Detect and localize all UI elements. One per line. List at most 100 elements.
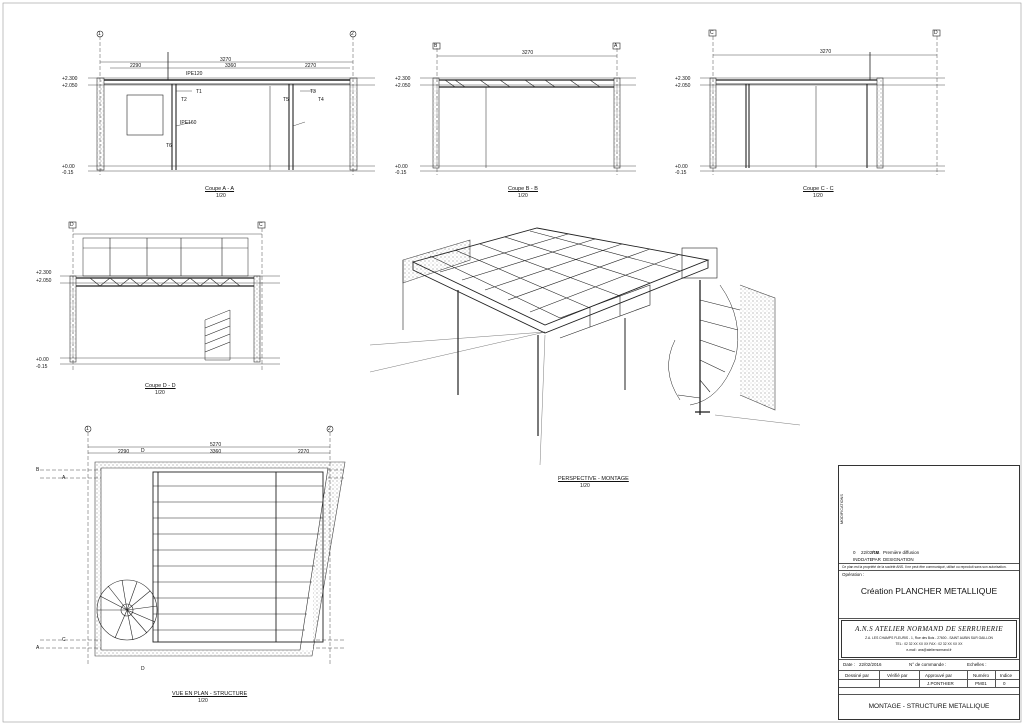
plan-title: VUE EN PLAN - STRUCTURE xyxy=(172,691,248,697)
drawn-by-label: Dessiné par xyxy=(845,673,870,678)
rev-head-designation: DESIGNATION xyxy=(883,557,914,562)
level-bb-2: +2.050 xyxy=(395,83,411,89)
coupe-cc-title: Coupe C - C xyxy=(803,186,834,192)
level-aa-3: +0.00 xyxy=(62,164,75,170)
plan-col-1: 1 xyxy=(86,426,89,432)
coupe-bb-title: Coupe B - B xyxy=(508,186,538,192)
coupe-dd-scale: 1/20 xyxy=(155,390,165,396)
level-cc-4: -0.15 xyxy=(675,170,687,176)
index-value: 0 xyxy=(1003,681,1006,686)
level-cc-1: +2.300 xyxy=(675,76,691,82)
plan-row-a2: A xyxy=(36,645,40,651)
grid-label-bb-right: A xyxy=(614,43,618,49)
grid-label-dd-right: C xyxy=(259,222,263,228)
level-aa-4: -0.15 xyxy=(62,170,74,176)
number-label: Numéro xyxy=(973,673,990,678)
coupe-aa-title: Coupe A - A xyxy=(205,186,235,192)
plan-section-d-bottom: D xyxy=(141,666,145,672)
rev-date: 22/02/16 xyxy=(861,550,879,555)
dim-aa-4: 2270 xyxy=(305,63,317,69)
ref-aa-2: IPE160 xyxy=(180,120,197,126)
grid-label-cc-right: D xyxy=(934,30,938,36)
company-name: A.N.S ATELIER NORMAND DE SERRURERIE xyxy=(855,625,1003,633)
level-bb-1: +2.300 xyxy=(395,76,411,82)
title-block: MODIFICATIONS 0 22/02/16 F.M. Première d… xyxy=(838,465,1020,720)
level-dd-1: +2.300 xyxy=(36,270,52,276)
dim-cc-1: 3270 xyxy=(820,49,832,55)
coupe-dd-title: Coupe D - D xyxy=(145,383,176,389)
grid-label-aa-left: 1 xyxy=(98,31,101,37)
plan-row-c: C xyxy=(62,637,66,643)
company-tel: TEL : 02 32 XX XX XX FAX : 02 32 XX XX X… xyxy=(895,642,963,646)
coupe-bb-scale: 1/20 xyxy=(518,193,528,199)
coupe-aa-scale: 1/20 xyxy=(216,193,226,199)
dim-bb-1: 3270 xyxy=(522,50,534,56)
grid-label-dd-left: D xyxy=(70,222,74,228)
ref-aa-8: T6 xyxy=(166,143,172,149)
ref-aa-1: IPE120 xyxy=(186,71,203,77)
level-cc-3: +0.00 xyxy=(675,164,688,170)
grid-label-aa-right: 2 xyxy=(351,31,354,37)
plan-view xyxy=(40,425,346,664)
operation-label: Opération : xyxy=(842,572,865,577)
plan-dim-3: 3360 xyxy=(210,449,222,455)
company-address: Z.A. LES CHAMPS FLEURIS - 1, Rue des Boi… xyxy=(865,636,993,640)
company-email: e-mail : ans@ateliernormand.fr xyxy=(906,648,952,652)
plan-dim-4: 2270 xyxy=(298,449,310,455)
level-aa-2: +2.050 xyxy=(62,83,78,89)
coupe-aa-section xyxy=(88,30,375,175)
plan-col-2: 2 xyxy=(328,426,331,432)
operation-title: Création PLANCHER METALLIQUE xyxy=(860,586,998,596)
ref-aa-7: T5 xyxy=(283,97,289,103)
index-label: Indice xyxy=(1000,673,1013,678)
plan-scale: 1/20 xyxy=(198,698,208,704)
approved-by-value: J.PONTHIER xyxy=(927,681,954,686)
plan-row-a: A xyxy=(62,475,66,481)
rev-designation: Première diffusion xyxy=(883,550,920,555)
ref-aa-6: T4 xyxy=(318,97,324,103)
number-value: PM01 xyxy=(975,681,987,686)
rev-par: F.M. xyxy=(872,550,881,555)
level-dd-2: +2.050 xyxy=(36,278,52,284)
coupe-bb-section xyxy=(420,42,636,175)
plan-dim-2: 2290 xyxy=(118,449,130,455)
dim-aa-1: 3270 xyxy=(220,57,232,63)
company-frame: A.N.S ATELIER NORMAND DE SERRURERIE Z.A.… xyxy=(841,620,1017,658)
ownership-notice: Ce plan est la propriété de la société A… xyxy=(842,565,1007,569)
perspective-scale: 1/20 xyxy=(580,483,590,489)
level-cc-2: +2.050 xyxy=(675,83,691,89)
date-label: Date : xyxy=(843,662,856,667)
ref-aa-4: T2 xyxy=(181,97,187,103)
coupe-cc-scale: 1/20 xyxy=(813,193,823,199)
ref-aa-5: T3 xyxy=(310,89,316,95)
rev-head-par: PAR xyxy=(872,557,881,562)
plan-row-b: B xyxy=(36,467,40,473)
level-dd-4: -0.15 xyxy=(36,364,48,370)
checked-by-label: Vérifié par xyxy=(887,673,908,678)
order-number-label: N° de commande : xyxy=(909,662,947,667)
grid-label-bb-left: B xyxy=(434,43,438,49)
dim-aa-3: 3360 xyxy=(225,63,237,69)
rev-head-ind: IND xyxy=(853,557,861,562)
perspective-view xyxy=(369,227,801,466)
plan-section-d-top: D xyxy=(141,448,145,454)
approved-by-label: Approuvé par xyxy=(925,673,953,678)
rev-head-date: DATE xyxy=(861,557,873,562)
perspective-title: PERSPECTIVE - MONTAGE xyxy=(558,476,629,482)
rev-ind: 0 xyxy=(853,550,856,555)
grid-label-cc-left: C xyxy=(710,30,714,36)
level-dd-3: +0.00 xyxy=(36,357,49,363)
sheet-footer-title: MONTAGE - STRUCTURE METALLIQUE xyxy=(868,703,990,710)
scales-label: Echelles : xyxy=(967,662,987,667)
ref-aa-3: T1 xyxy=(196,89,202,95)
date-value: 22/02/2016 xyxy=(859,662,882,667)
coupe-cc-section xyxy=(700,29,945,175)
plan-dim-1: 5270 xyxy=(210,442,222,448)
level-bb-3: +0.00 xyxy=(395,164,408,170)
coupe-dd-section xyxy=(60,221,280,370)
dim-aa-2: 2290 xyxy=(130,63,142,69)
modifications-label: MODIFICATIONS xyxy=(840,494,844,524)
level-bb-4: -0.15 xyxy=(395,170,407,176)
level-aa-1: +2.300 xyxy=(62,76,78,82)
